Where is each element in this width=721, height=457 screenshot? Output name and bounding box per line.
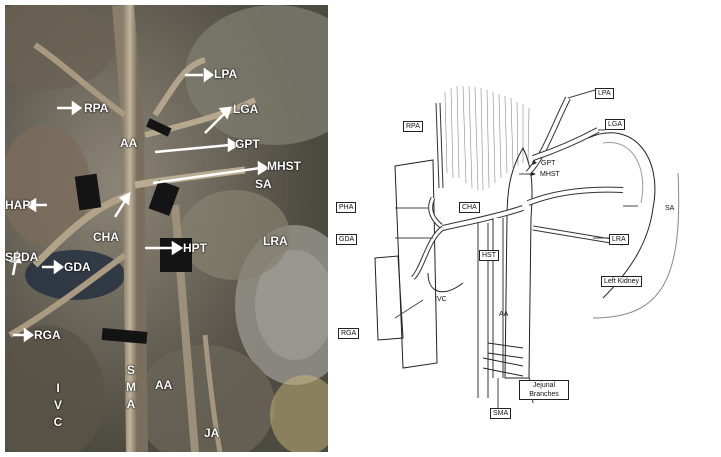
- drawing-label-sa: SA: [665, 205, 675, 212]
- photo-label-sma-s: S: [126, 363, 135, 377]
- drawing-label-rga: RGA: [338, 328, 360, 339]
- drawing-label-branches: Branches: [529, 391, 559, 398]
- photo-label-hap: HAP: [5, 198, 31, 212]
- photo-label-cha: CHA: [93, 230, 119, 244]
- drawing-label-cha: CHA: [459, 202, 480, 213]
- schematic-drawing: LPA RPA LGA GPT MHST PHA CHA SA GDA HST …: [333, 78, 721, 457]
- drawing-label-ivc: IVC: [435, 296, 447, 303]
- photo-label-ivc-c: C: [53, 415, 63, 429]
- dissection-photo: LPA RPA LGA AA GPT MHST SA HAP CHA HPT L…: [5, 5, 328, 452]
- photo-label-lra: LRA: [263, 234, 288, 248]
- photo-label-ivc-v: V: [53, 398, 62, 412]
- drawing-label-jejunal: Jejunal: [532, 382, 556, 389]
- photo-label-ivc-i: I: [56, 381, 60, 395]
- drawing-label-lpa: LPA: [595, 88, 614, 99]
- drawing-label-gpt: GPT: [541, 160, 556, 167]
- photo-label-hpt: HPT: [183, 241, 207, 255]
- photo-label-sma-a: A: [126, 397, 136, 411]
- schematic-artwork: [374, 85, 680, 408]
- drawing-label-pha: PHA: [336, 202, 357, 213]
- photo-label-aa-bottom: AA: [155, 378, 173, 392]
- photo-label-lpa: LPA: [214, 67, 238, 81]
- drawing-label-jejunal-branches: Jejunal Branches: [519, 380, 569, 400]
- photo-label-sa: SA: [255, 177, 272, 191]
- photo-label-gpt: GPT: [235, 137, 260, 151]
- drawing-label-lga: LGA: [605, 119, 626, 130]
- photo-background: [5, 5, 328, 452]
- photo-label-rga: RGA: [34, 328, 61, 342]
- photo-label-sma: S M A: [125, 362, 137, 413]
- drawing-label-lra: LRA: [609, 234, 629, 245]
- photo-label-aa-top: AA: [120, 136, 138, 150]
- drawing-label-aa: AA: [499, 311, 509, 318]
- photo-label-gda: GDA: [64, 260, 91, 274]
- photo-label-lga: LGA: [233, 102, 259, 116]
- drawing-label-hst: HST: [479, 250, 499, 261]
- photo-label-spda: SPDA: [5, 250, 39, 264]
- drawing-label-gda: GDA: [336, 234, 358, 245]
- drawing-label-left-kidney: Left Kidney: [601, 276, 643, 287]
- drawing-label-rpa: RPA: [403, 121, 423, 132]
- photo-label-ivc: I V C: [52, 380, 64, 431]
- photo-label-rpa: RPA: [84, 101, 109, 115]
- drawing-label-mhst: MHST: [540, 171, 560, 178]
- photo-label-ja: JA: [204, 426, 220, 440]
- drawing-label-sma: SMA: [490, 408, 512, 419]
- photo-label-sma-m: M: [126, 380, 136, 394]
- photo-label-mhst: MHST: [267, 159, 301, 173]
